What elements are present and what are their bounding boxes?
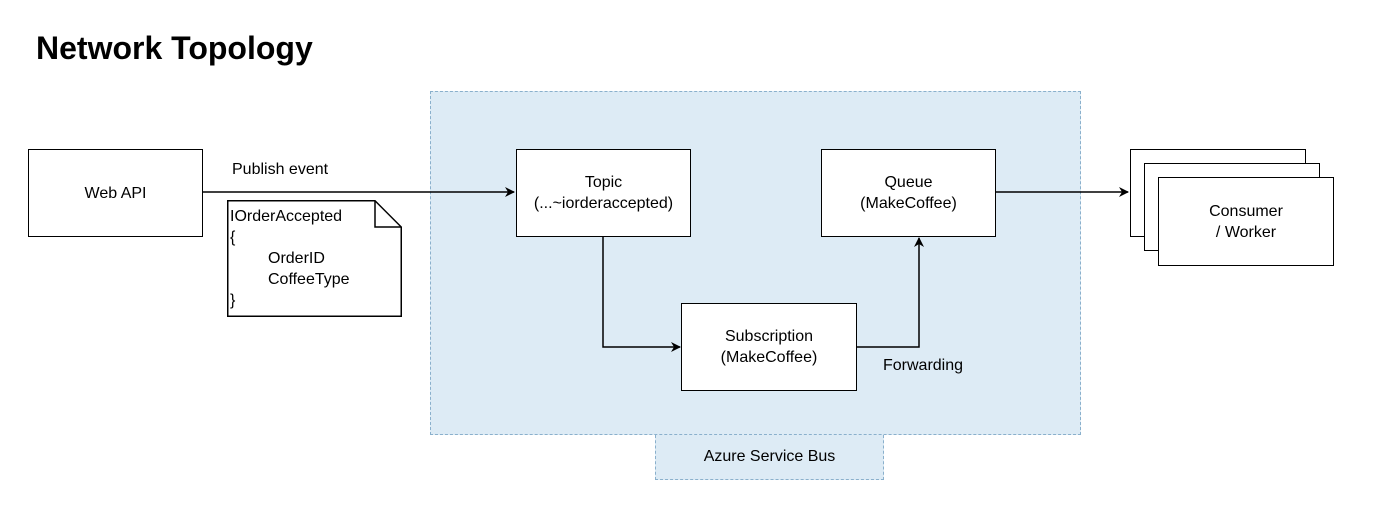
message-note-text: IOrderAccepted { OrderID CoffeeType }: [230, 206, 350, 311]
topic-label: Topic: [584, 174, 623, 191]
note-line-open-brace: {: [230, 229, 236, 246]
topic-node: Topic (...~iorderaccepted): [516, 149, 691, 237]
queue-node: Queue (MakeCoffee): [821, 149, 996, 237]
web-api-label: Web API: [84, 184, 147, 202]
queue-name: (MakeCoffee): [860, 195, 957, 212]
message-note: [227, 200, 402, 317]
queue-label: Queue: [884, 174, 933, 191]
note-line-close-brace: }: [230, 292, 236, 309]
subscription-node: Subscription (MakeCoffee): [681, 303, 857, 391]
page-title: Network Topology: [36, 30, 313, 66]
publish-event-label: Publish event: [232, 161, 329, 178]
consumer-sublabel: / Worker: [1215, 223, 1277, 241]
consumer-node: Consumer / Worker: [1158, 177, 1334, 266]
subscription-label: Subscription: [724, 328, 814, 345]
service-bus-label: Azure Service Bus: [655, 435, 884, 480]
note-line-field-coffeetype: CoffeeType: [268, 271, 350, 288]
forwarding-edge: [856, 237, 924, 348]
note-line-field-orderid: OrderID: [268, 250, 325, 267]
note-line-type: IOrderAccepted: [230, 208, 343, 225]
topic-to-subscription-edge: [602, 236, 681, 352]
consumer-label: Consumer: [1209, 202, 1283, 220]
subscription-name: (MakeCoffee): [720, 349, 818, 366]
forwarding-label: Forwarding: [883, 357, 964, 374]
topic-name: (...~iorderaccepted): [533, 195, 674, 212]
web-api-node: Web API: [28, 149, 203, 237]
